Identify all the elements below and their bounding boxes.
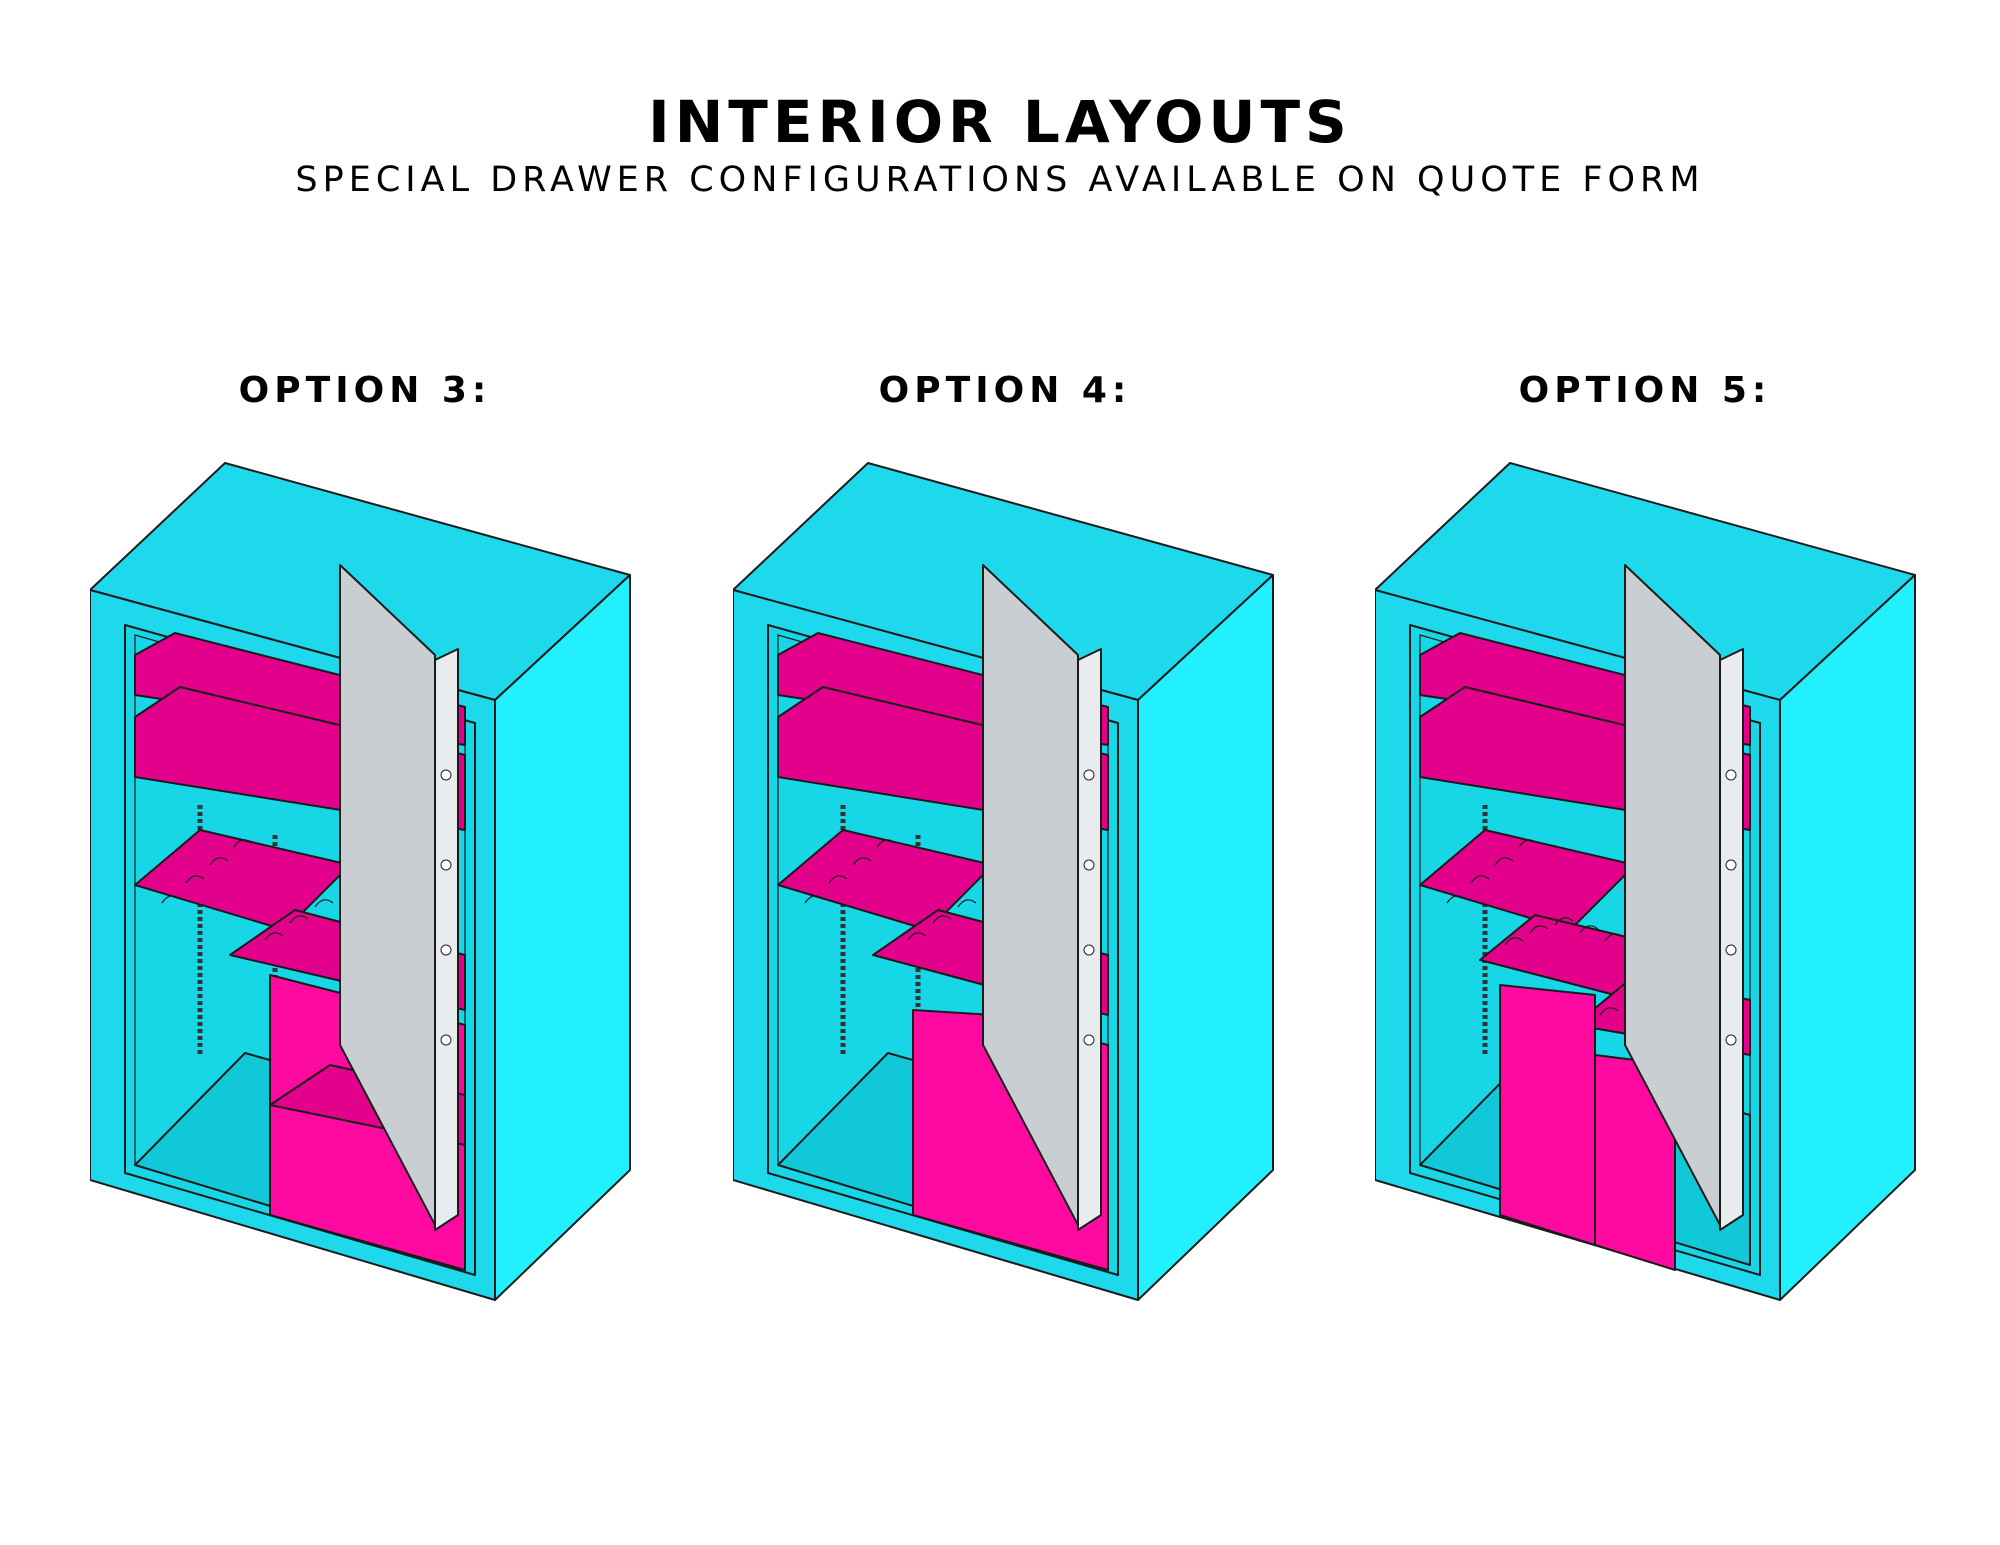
door-edge	[1719, 648, 1744, 1231]
option-4-label: OPTION 4:	[878, 370, 1132, 411]
door-edge	[1077, 648, 1102, 1231]
gun-rack-lower-slots	[264, 899, 334, 941]
safe-side	[494, 574, 631, 1301]
gun-rack-lower-slots	[907, 899, 1027, 971]
divider-panel-left	[1499, 984, 1596, 1246]
gun-rack-slots	[161, 839, 253, 904]
door-bolt-icons	[1725, 769, 1737, 1046]
door-panel	[339, 564, 436, 1226]
door-panel	[982, 564, 1079, 1226]
door-panel	[1624, 564, 1721, 1226]
safe-side	[1137, 574, 1274, 1301]
option-5-safe-diagram	[1375, 462, 1916, 1301]
option-4-safe-diagram	[733, 462, 1274, 1301]
page-title: INTERIOR LAYOUTS	[648, 88, 1352, 156]
gun-rack-slots	[804, 839, 896, 904]
gun-rack-slots	[1446, 839, 1538, 904]
option-5-label: OPTION 5:	[1518, 370, 1772, 411]
door-bolt-icons	[440, 769, 452, 1046]
page-subtitle: SPECIAL DRAWER CONFIGURATIONS AVAILABLE …	[295, 160, 1705, 200]
gun-rack-middle-slots	[1504, 917, 1624, 946]
door-bolt-icons	[1083, 769, 1095, 1046]
door-edge	[434, 648, 459, 1231]
safe-side	[1779, 574, 1916, 1301]
option-3-safe-diagram	[90, 462, 631, 1301]
option-3-label: OPTION 3:	[238, 370, 492, 411]
